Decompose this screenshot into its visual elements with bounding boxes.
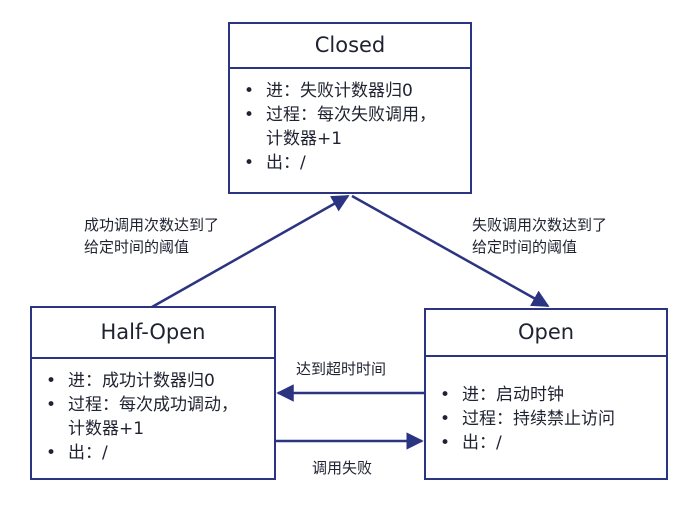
open-item-text: 进：启动时钟: [462, 385, 564, 405]
halfopen-item-process: • 过程：每次成功调动，: [42, 393, 264, 417]
closed-item-exit: • 出：/: [240, 151, 460, 175]
closed-item-process-cont: 计数器+1: [266, 129, 343, 149]
label-halfopen-to-open: 调用失败: [312, 459, 373, 477]
bullet-dot: •: [244, 153, 255, 173]
bullet-dot: •: [244, 105, 255, 125]
state-open: Open • 进：启动时钟 • 过程：持续禁止访问 • 出：/: [424, 308, 668, 480]
label-halfopen-to-closed: 成功调用次数达到了 给定时间的阈值: [84, 214, 219, 258]
state-title-half-open: Half-Open: [32, 308, 274, 359]
closed-item-text: 过程：每次失败调用，: [266, 105, 436, 125]
halfopen-item-text: 出：/: [68, 443, 108, 463]
halfopen-item-enter: • 进：成功计数器归0: [42, 369, 264, 393]
open-item-enter: • 进：启动时钟: [436, 383, 656, 407]
bullet-dot: •: [440, 433, 451, 453]
arrow-halfopen-to-closed: [151, 194, 350, 309]
bullet-dot: •: [440, 409, 451, 429]
bullet-dot: •: [46, 395, 57, 415]
bullet-dot: •: [46, 443, 57, 463]
state-body-half-open: • 进：成功计数器归0 • 过程：每次成功调动， 计数器+1 • 出：/: [32, 359, 274, 465]
state-closed: Closed • 进：失败计数器归0 • 过程：每次失败调用， 计数器+1 • …: [228, 22, 472, 194]
open-item-exit: • 出：/: [436, 431, 656, 455]
label-line: 给定时间的阈值: [84, 238, 190, 256]
state-title-open: Open: [426, 310, 666, 357]
arrow-closed-to-open: [351, 194, 550, 308]
label-line: 成功调用次数达到了: [84, 216, 220, 234]
bullet-dot: •: [46, 371, 57, 391]
label-open-to-halfopen: 达到超时时间: [296, 360, 387, 378]
closed-item-text: 出：/: [266, 153, 306, 173]
halfopen-item-text: 过程：每次成功调动，: [68, 395, 238, 415]
bullet-dot: •: [244, 81, 255, 101]
halfopen-item-exit: • 出：/: [42, 441, 264, 465]
state-title-closed: Closed: [230, 24, 470, 69]
bullet-dot: •: [440, 385, 451, 405]
halfopen-item-text: 进：成功计数器归0: [68, 371, 215, 391]
open-item-text: 出：/: [462, 433, 502, 453]
halfopen-item-process-cont: 计数器+1: [68, 419, 145, 439]
state-body-closed: • 进：失败计数器归0 • 过程：每次失败调用， 计数器+1 • 出：/: [230, 69, 470, 175]
label-line: 失败调用次数达到了: [472, 216, 608, 234]
label-closed-to-open: 失败调用次数达到了 给定时间的阈值: [472, 214, 607, 258]
closed-item-text: 进：失败计数器归0: [266, 81, 413, 101]
label-line: 给定时间的阈值: [472, 238, 578, 256]
open-item-text: 过程：持续禁止访问: [462, 409, 615, 429]
closed-item-enter: • 进：失败计数器归0: [240, 79, 460, 103]
open-item-process: • 过程：持续禁止访问: [436, 407, 656, 431]
state-body-open: • 进：启动时钟 • 过程：持续禁止访问 • 出：/: [426, 357, 666, 455]
state-half-open: Half-Open • 进：成功计数器归0 • 过程：每次成功调动， 计数器+1…: [30, 306, 276, 480]
closed-item-process: • 过程：每次失败调用，: [240, 103, 460, 127]
